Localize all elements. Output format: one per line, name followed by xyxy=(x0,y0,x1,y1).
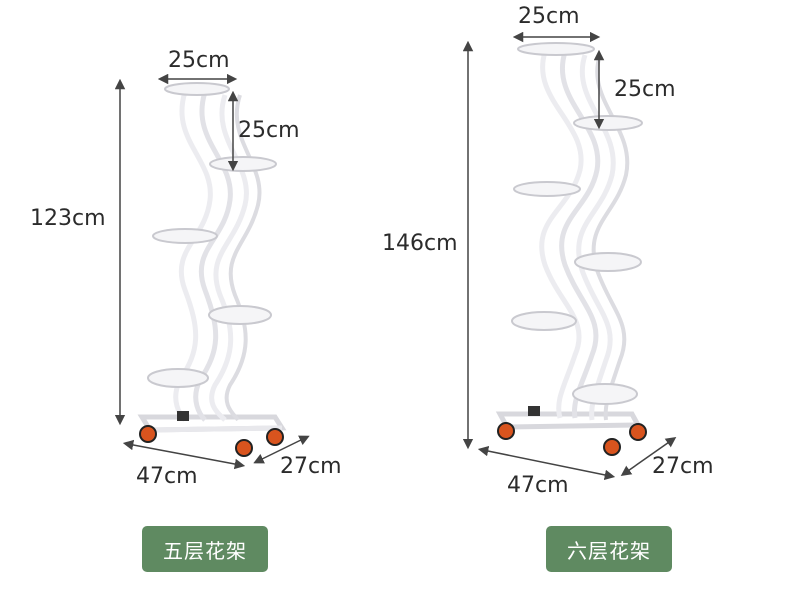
left-height-label: 123cm xyxy=(30,206,106,231)
right-height-label: 146cm xyxy=(382,231,458,256)
left-base-depth-label: 27cm xyxy=(280,454,342,479)
left-tier-gap-label: 25cm xyxy=(238,118,300,143)
right-base-depth-label: 27cm xyxy=(652,454,714,479)
five-tier-badge: 五层花架 xyxy=(142,526,268,572)
five-tier-stand xyxy=(114,73,310,470)
right-tier-gap-label: 25cm xyxy=(614,77,676,102)
right-top-width-label: 25cm xyxy=(518,4,580,29)
right-base-length-label: 47cm xyxy=(507,473,569,498)
six-tier-stand xyxy=(462,31,677,481)
left-top-width-label: 25cm xyxy=(168,48,230,73)
six-tier-badge: 六层花架 xyxy=(546,526,672,572)
left-base-length-label: 47cm xyxy=(136,464,198,489)
